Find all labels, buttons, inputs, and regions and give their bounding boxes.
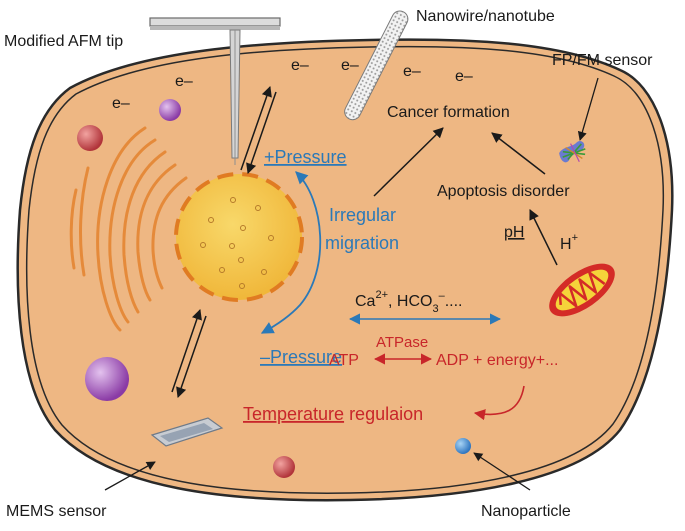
- pressure-arrows-bottom: [171, 309, 207, 398]
- electron-label: e–: [455, 68, 473, 85]
- migration-arc-arrow: [260, 171, 322, 334]
- cancer-formation-label: Cancer formation: [387, 104, 510, 121]
- ion-species-label: Ca2+, HCO3–....: [355, 289, 462, 315]
- label-pointers: [104, 77, 599, 491]
- afm-tip: [149, 17, 281, 165]
- temperature-regulation-label: Temperature regulaion: [243, 404, 423, 424]
- atpase-label: ATPase: [376, 334, 428, 351]
- pathway-arrows: [373, 127, 558, 266]
- mems-sensor-icon: [150, 417, 224, 447]
- mitochondrion: [549, 263, 615, 317]
- irregular-label: Irregular: [329, 205, 396, 225]
- cell-membrane-inner: [25, 45, 665, 494]
- nanowire-label: Nanowire/nanotube: [416, 8, 555, 25]
- afm-tip-label: Modified AFM tip: [4, 33, 123, 50]
- electron-label: e–: [112, 95, 130, 112]
- temperature-arrow: [473, 385, 525, 421]
- mems-sensor-label: MEMS sensor: [6, 503, 107, 520]
- electron-label: e–: [175, 73, 193, 90]
- electron-label: e–: [341, 57, 359, 74]
- apoptosis-disorder-label: Apoptosis disorder: [437, 183, 570, 200]
- pressure-arrows-top: [240, 86, 277, 174]
- minus-pressure-label: –Pressure: [260, 347, 342, 367]
- ph-label: pH: [504, 224, 524, 241]
- electron-label: e–: [291, 57, 309, 74]
- plus-pressure-label: +Pressure: [264, 147, 347, 167]
- electron-labels: e– e– e– e– e– e–: [112, 57, 473, 112]
- red-vesicle-top: [77, 125, 103, 151]
- golgi-apparatus: [69, 126, 188, 332]
- fpfm-sensor-label: FP/FM sensor: [552, 52, 653, 69]
- nanoparticle-icon: [455, 438, 471, 454]
- nanowire-icon: [344, 10, 409, 121]
- red-vesicle-bottom: [273, 456, 295, 478]
- migration-label: migration: [325, 233, 399, 253]
- h-plus-label: H+: [560, 232, 578, 253]
- adp-energy-label: ADP + energy+...: [436, 352, 558, 369]
- purple-vesicle-top: [159, 99, 181, 121]
- nanoparticle-label: Nanoparticle: [481, 503, 571, 520]
- electron-label: e–: [403, 63, 421, 80]
- purple-vesicle-large: [85, 357, 129, 401]
- fpfm-sensor-icon: [559, 141, 586, 163]
- nucleus: [174, 172, 304, 302]
- atp-label: ATP: [329, 352, 359, 369]
